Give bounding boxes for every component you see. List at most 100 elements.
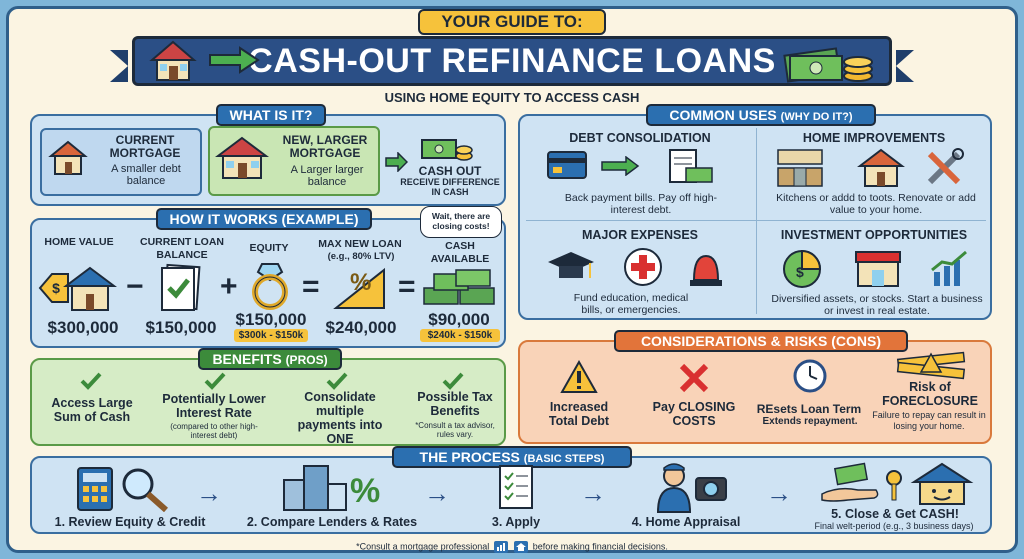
cash-available-amount: $90,000: [428, 310, 490, 329]
footer-disclaimer: *Consult a mortgage professional before …: [0, 541, 1024, 553]
application-form-icon: [499, 465, 533, 509]
svg-text:$: $: [796, 264, 804, 280]
use-3-title: MAJOR EXPENSES: [581, 228, 698, 242]
use-1-title: DEBT CONSOLIDATION: [569, 131, 711, 145]
risk-1-label: Increased Total Debt: [548, 400, 610, 428]
common-uses-panel: [518, 114, 992, 320]
current-loan-label: CURRENT LOAN BALANCE: [140, 236, 224, 261]
risks-title-suffix: (CONS): [831, 333, 882, 349]
siren-icon: [690, 254, 722, 286]
benefit-1-label: Access Large Sum of Cash: [51, 396, 133, 424]
step-1-label: 1. Review Equity & Credit: [54, 515, 206, 529]
tools-icon: [927, 148, 964, 185]
step-2-label: 2. Compare Lenders & Rates: [246, 515, 418, 529]
house-icon: [149, 40, 197, 81]
storefront-icon: [855, 251, 901, 287]
minus-operator: −: [126, 270, 144, 303]
risk-2-label: Pay CLOSING COSTS: [652, 400, 736, 428]
step-arrow-icon-1: →: [196, 478, 222, 508]
risks-title-text: CONSIDERATIONS & RISKS: [640, 333, 828, 349]
uses-divider-h: [526, 220, 986, 221]
equity-note: $300k - $150k: [234, 329, 308, 342]
use-4-desc: Diversified assets, or stocks. Start a b…: [771, 293, 983, 317]
svg-text:$: $: [52, 280, 60, 296]
common-uses-title: COMMON USES (WHY DO IT?): [646, 104, 876, 126]
page-title-text: CASH-OUT REFINANCE LOANS: [248, 42, 776, 80]
how-it-works-title: HOW IT WORKS (EXAMPLE): [156, 208, 372, 230]
equity-label: EQUITY: [249, 242, 289, 254]
ribbon-right: [896, 50, 914, 82]
common-uses-title-text: COMMON USES: [669, 107, 777, 123]
house-price-tag-icon: $: [38, 266, 117, 311]
speech-bubble-text: Wait, there are closing costs!: [431, 211, 491, 231]
risk-4-note: Failure to repay can result in losing yo…: [872, 410, 986, 431]
kitchen-icon: [777, 149, 823, 187]
current-loan-amount: $150,000: [145, 318, 217, 337]
equals-operator-2: =: [398, 270, 416, 303]
step-arrow-icon-3: →: [580, 478, 606, 508]
page-title: CASH-OUT REFINANCE LOANS: [132, 36, 892, 86]
process-title-text: THE PROCESS: [419, 449, 520, 465]
arrow-right-icon-3: [601, 156, 640, 176]
use-2-title: HOME IMPROVEMENTS: [802, 131, 946, 145]
benefit-2-label: Potentially Lower Interest Rate: [162, 392, 266, 420]
home-value-amount: $300,000: [47, 318, 119, 337]
pie-coin-icon: $: [783, 249, 822, 288]
new-mortgage-desc: A Larger larger balance: [290, 164, 364, 188]
speech-bubble: Wait, there are closing costs!: [420, 206, 502, 238]
benefit-2-note: (compared to other high-interest debt): [170, 422, 258, 440]
risk-3-label: REsets Loan Term: [756, 402, 862, 416]
buildings-percent-icon: %: [283, 465, 380, 511]
svg-text:%: %: [350, 472, 380, 510]
medical-cross-icon: [624, 248, 662, 286]
risk-3-note: Extends repayment.: [762, 416, 858, 427]
svg-text:%: %: [350, 269, 371, 296]
max-new-loan-label: MAX NEW LOAN: [318, 238, 402, 250]
use-3-desc: Fund education, medical bills, or emerge…: [573, 292, 689, 316]
bills-icon: [669, 149, 713, 183]
current-mortgage-title: CURRENT MORTGAGE: [109, 133, 181, 160]
benefit-3-label: Consolidate multiple payments into ONE: [297, 390, 383, 446]
red-x-icon: [679, 363, 709, 393]
appraiser-camera-icon: [656, 463, 727, 513]
ribbon-left: [110, 50, 128, 82]
checkmark-icon-2: [204, 372, 226, 390]
clock-reset-icon: [793, 359, 827, 393]
home-value-label: HOME VALUE: [44, 236, 114, 248]
step-arrow-icon-4: →: [766, 478, 792, 508]
cash-pile-icon: [423, 269, 495, 305]
use-4-title: INVESTMENT OPPORTUNITIES: [780, 228, 968, 242]
credit-card-icon: [547, 151, 587, 179]
step-3-label: 3. Apply: [491, 515, 541, 529]
cash-available-note: $240k - $150k: [420, 329, 500, 342]
guide-tag: YOUR GUIDE TO:: [418, 9, 606, 35]
plus-operator: +: [220, 270, 238, 303]
equals-operator-1: =: [302, 270, 320, 303]
checkmark-icon-1: [80, 372, 102, 390]
large-house-icon: [215, 136, 269, 179]
warning-icon: [560, 360, 598, 393]
checkmark-icon-4: [442, 372, 464, 390]
step-arrow-icon-2: →: [424, 478, 450, 508]
current-mortgage-desc: A smaller debt balance: [111, 163, 181, 187]
calculator-magnifier-icon: [77, 467, 168, 512]
equity-amount: $150,000: [235, 310, 307, 329]
risk-4-label: Risk of FORECLOSURE: [882, 380, 978, 408]
page-subtitle: USING HOME EQUITY TO ACCESS CASH: [384, 90, 640, 105]
home-icon: [857, 148, 905, 187]
cash-stack-icon: [421, 139, 473, 161]
cash-out-desc: RECEIVE DIFFERENCE IN CASH: [400, 177, 500, 197]
footer-left-text: *Consult a mortgage professional: [356, 541, 490, 552]
benefit-4-note: *Consult a tax advisor, rules vary.: [415, 421, 495, 439]
cash-available-label: CASH AVAILABLE: [430, 240, 490, 265]
risks-title: CONSIDERATIONS & RISKS (CONS): [614, 330, 908, 352]
document-check-icon: [161, 263, 201, 311]
footer-right-text: before making financial decisions.: [532, 541, 668, 552]
graduation-cap-icon: [548, 252, 594, 278]
footer-house-icon: [514, 541, 529, 553]
cash-out-title: CASH OUT: [418, 164, 482, 178]
step-4-label: 4. Home Appraisal: [631, 515, 741, 529]
benefits-title: BENEFITS (PROS): [198, 348, 342, 370]
arrow-right-icon-2: [385, 152, 408, 172]
step-5-label: 5. Close & Get CASH!: [831, 507, 959, 521]
